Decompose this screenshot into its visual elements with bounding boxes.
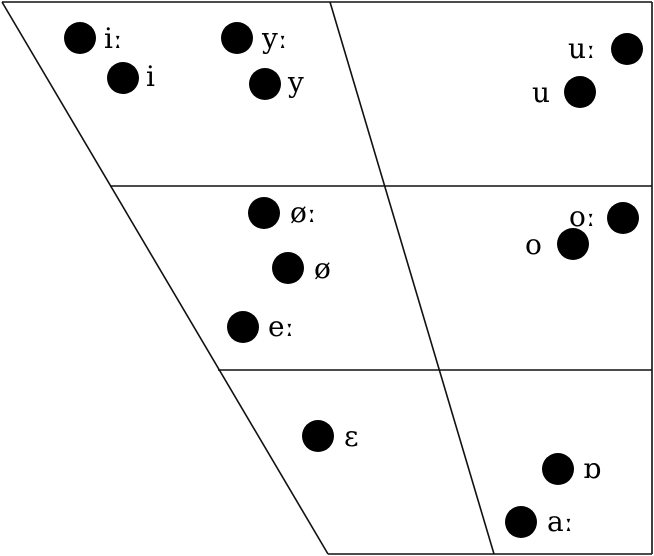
- vowel-label-o: o: [525, 228, 542, 261]
- vowel-points: iː i yː y uː u øː ø eː oː o ɛ ɒ aː: [64, 22, 643, 538]
- vowel-dot-long-y: [221, 22, 253, 54]
- vowel-dot-y: [249, 68, 281, 100]
- vowel-dot-turned-script-a: [542, 453, 574, 485]
- vowel-dot-long-e: [227, 311, 259, 343]
- vowel-dot-oe: [272, 252, 304, 284]
- vowel-dot-u: [564, 76, 596, 108]
- vowel-dot-long-o: [607, 202, 639, 234]
- vowel-label-long-a: aː: [547, 505, 573, 538]
- vowel-dot-i: [107, 62, 139, 94]
- vowel-label-long-e: eː: [268, 310, 294, 343]
- vowel-label-oe: ø: [314, 252, 331, 285]
- vowel-label-turned-script-a: ɒ: [583, 452, 601, 485]
- vowel-label-y: y: [287, 66, 304, 99]
- center-divider: [329, 1, 495, 555]
- front-edge: [1, 1, 329, 555]
- vowel-dot-long-a: [505, 506, 537, 538]
- vowel-dot-long-i: [64, 22, 96, 54]
- vowel-label-long-y: yː: [261, 22, 287, 55]
- vowel-label-open-e: ɛ: [344, 420, 359, 453]
- vowel-dot-long-oe: [248, 197, 280, 229]
- vowel-label-long-i: iː: [104, 22, 122, 55]
- vowel-label-i: i: [146, 60, 155, 93]
- vowel-label-long-u: uː: [568, 32, 595, 65]
- vowel-dot-o: [557, 228, 589, 260]
- vowel-label-long-oe: øː: [290, 196, 316, 229]
- vowel-label-u: u: [532, 76, 550, 109]
- vowel-dot-open-e: [302, 420, 334, 452]
- vowel-dot-long-u: [611, 33, 643, 65]
- vowel-label-long-o: oː: [569, 200, 595, 233]
